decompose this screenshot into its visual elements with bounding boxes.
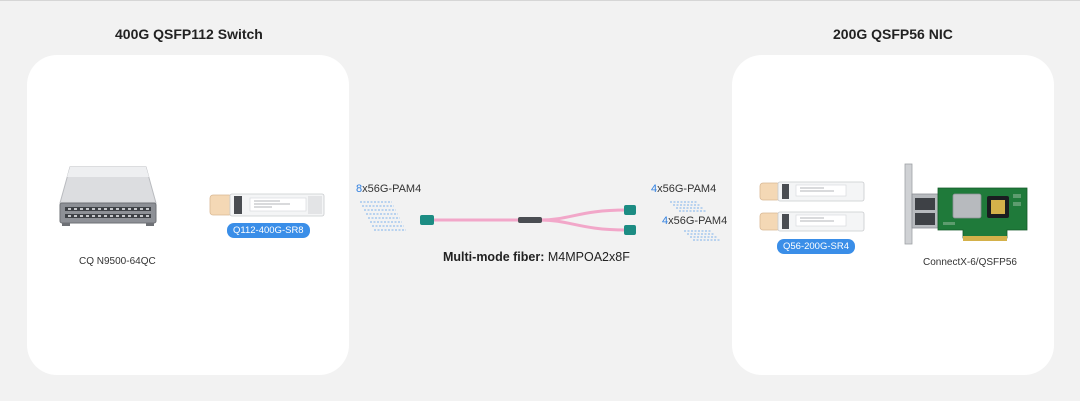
right-bottom-lane-rate: x56G-PAM4	[668, 215, 728, 227]
right-bottom-lane-lines	[684, 230, 721, 241]
right-top-lane-count: 4	[651, 183, 658, 195]
fiber-caption-prefix: Multi-mode fiber:	[443, 250, 545, 264]
nic-section-title: 200G QSFP56 NIC	[833, 26, 953, 42]
mpo-connector-right-top-icon	[624, 205, 636, 215]
switch-image	[59, 166, 157, 226]
qsfp56-transceiver-top-image	[759, 181, 865, 202]
switch-section-title: 400G QSFP112 Switch	[115, 26, 263, 42]
nic-card-image	[904, 163, 1028, 245]
qsfp56-transceiver-bottom-image	[759, 211, 865, 232]
mpo-breakout-cable	[420, 205, 636, 235]
qsfp56-transceiver-tag: Q56-200G-SR4	[777, 239, 856, 254]
left-lane-label: 8x56G-PAM4	[356, 183, 421, 195]
mpo-connector-right-bottom-icon	[624, 225, 636, 235]
right-bottom-lane-count: 4	[662, 215, 669, 227]
qsfp112-transceiver-tag: Q112-400G-SR8	[227, 223, 310, 238]
right-bottom-lane-label: 4x56G-PAM4	[662, 215, 727, 227]
right-top-lane-label: 4x56G-PAM4	[651, 183, 716, 195]
fanout-splitter-icon	[518, 217, 542, 223]
right-top-lane-lines	[670, 201, 707, 212]
left-lane-count: 8	[356, 183, 363, 195]
left-lane-rate: x56G-PAM4	[362, 183, 422, 195]
nic-model-label: ConnectX-6/QSFP56	[923, 257, 1017, 268]
fiber-caption: Multi-mode fiber: M4MPOA2x8F	[443, 250, 630, 264]
mpo-connector-left-icon	[420, 215, 434, 225]
qsfp112-transceiver-image	[209, 193, 325, 217]
fiber-model: M4MPOA2x8F	[547, 250, 630, 264]
top-divider	[0, 0, 1080, 1]
switch-model-label: CQ N9500-64QC	[79, 256, 156, 267]
left-lane-lines	[360, 201, 406, 231]
right-top-lane-rate: x56G-PAM4	[657, 183, 717, 195]
